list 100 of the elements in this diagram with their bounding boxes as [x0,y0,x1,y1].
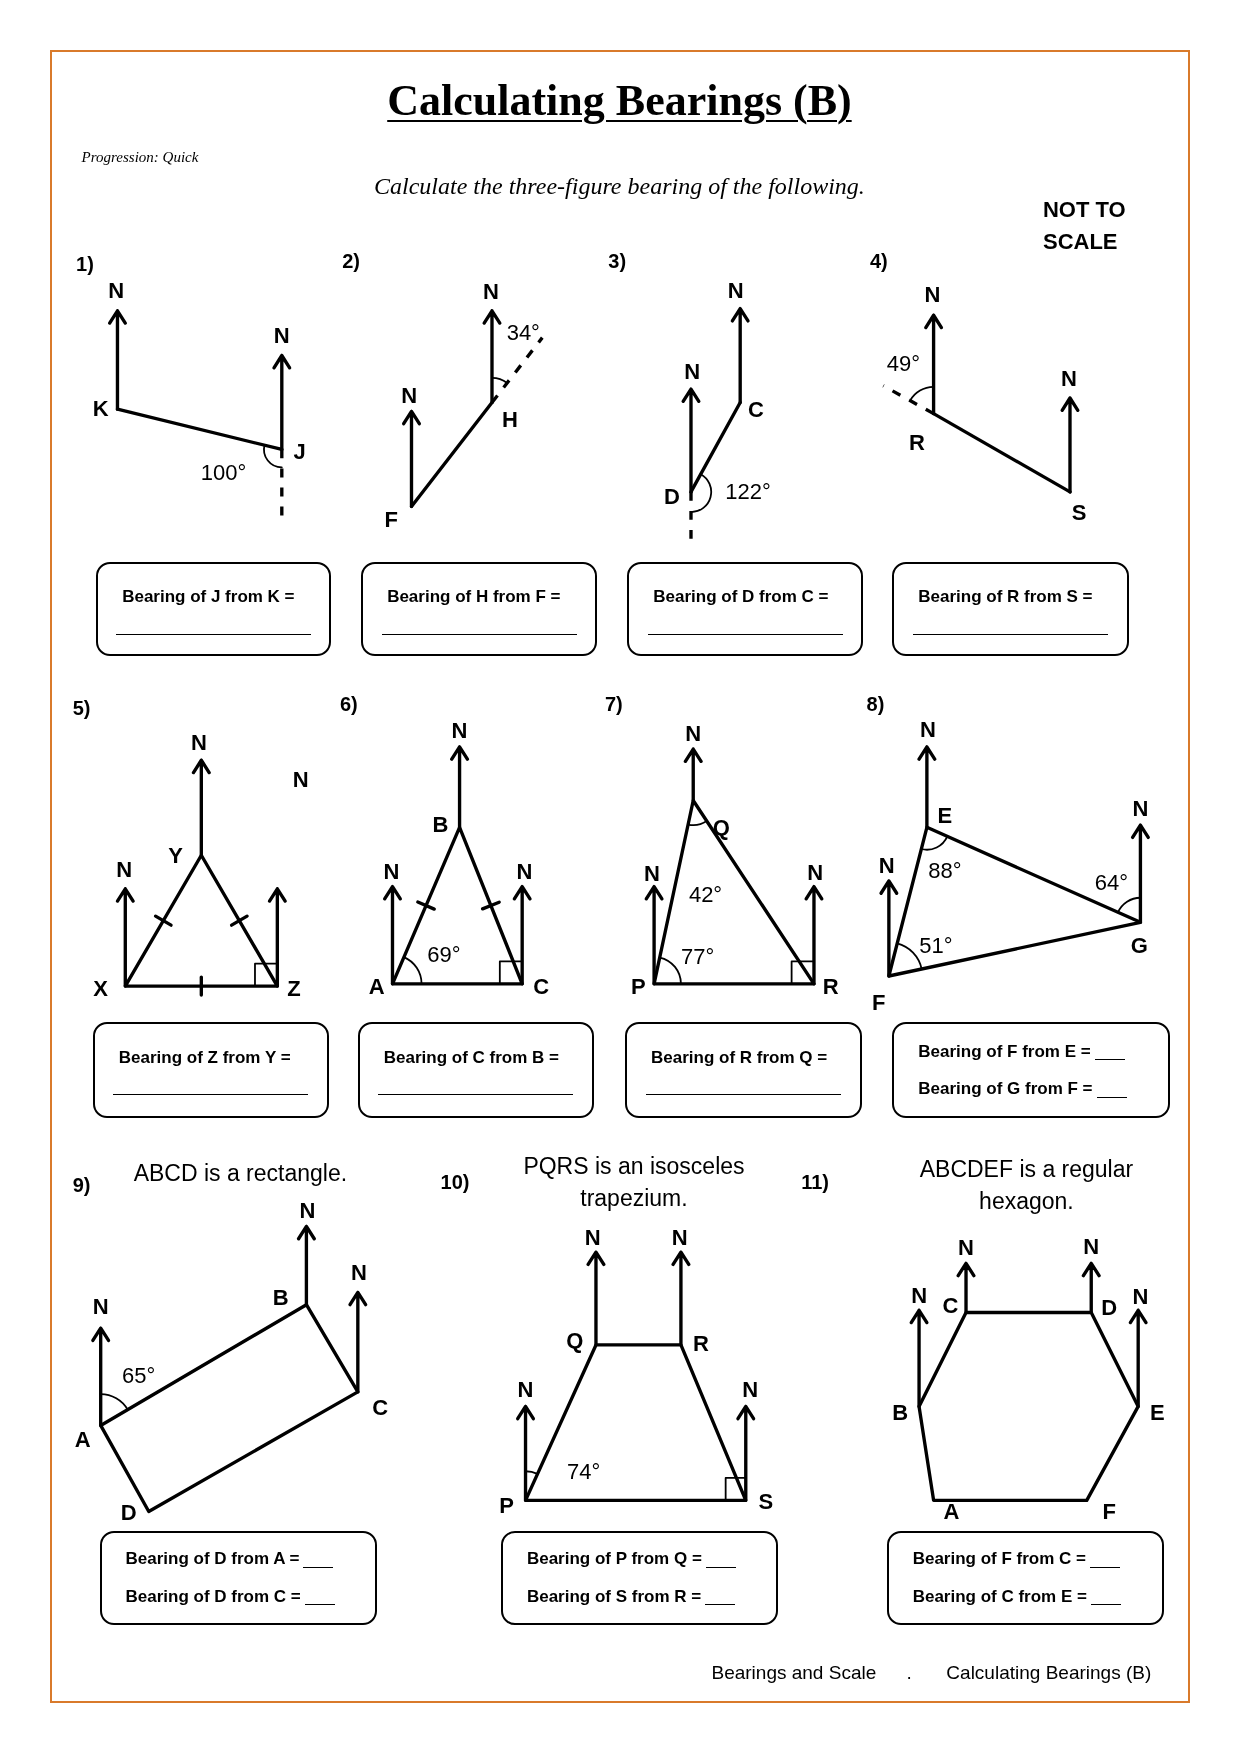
question-prompt: Bearing of D from A = [125,1548,300,1571]
question-prompt: Bearing of F from C = [912,1548,1086,1571]
answer-box [92,1021,329,1119]
north-label: N [517,1375,534,1404]
question-number: 7) [604,692,623,718]
answer-box [96,562,331,657]
north-label: N [878,851,895,880]
point-label: R [693,1329,709,1358]
note-text: NOT TO SCALE [1043,195,1127,256]
point-label: A [368,972,385,1001]
point-label: R [822,972,839,1001]
north-label: N [1061,364,1077,393]
question-prompt: Bearing of F from E = [918,1040,1091,1063]
question-prompt: Bearing of C from E = [912,1585,1087,1608]
north-label: N [1132,1282,1149,1311]
answer-box [892,1021,1170,1119]
angle-label: 74° [567,1457,601,1486]
question-text: ABCD is a rectangle. [133,1158,348,1188]
angle-label: 49° [886,349,921,378]
footer-text: Calculating Bearings (B) [946,1660,1152,1685]
angle-label: 69° [427,940,461,969]
question-number: 6) [339,692,358,718]
point-label: B [892,1398,908,1427]
point-label: D [664,482,680,511]
north-label: N [643,859,660,888]
point-label: G [1130,931,1148,960]
point-label: P [499,1491,514,1520]
question-number: 10) [440,1169,470,1195]
north-label: N [1083,1232,1100,1261]
footer-text: Bearings and Scale [711,1660,877,1685]
north-label: N [273,321,290,350]
point-label: C [942,1291,959,1320]
point-label: D [1101,1293,1118,1322]
point-label: S [1071,498,1087,527]
question-prompt: Bearing of D from C = [652,586,829,609]
answer-box [625,1021,863,1119]
north-label: N [482,277,499,306]
point-label: J [293,437,306,466]
question-text: ABCDEF is a regular hexagon. [918,1155,1135,1217]
point-label: P [631,972,646,1001]
question-prompt: Bearing of S from R = [526,1585,702,1608]
north-label: N [516,857,533,886]
north-label: N [299,1196,316,1225]
north-label: N [108,276,125,305]
point-label: C [533,972,550,1001]
north-label: N [920,715,936,744]
point-label: B [432,810,449,839]
question-text: PQRS is an isosceles trapezium. [522,1151,746,1213]
question-prompt: Bearing of R from S = [917,586,1093,609]
point-label: F [1102,1497,1116,1526]
north-label: N [685,720,702,748]
angle-label: 122° [725,477,771,506]
question-number: 9) [72,1173,91,1199]
answer-box [99,1530,377,1625]
answer-box [357,1021,594,1119]
question-number: 3) [608,248,627,274]
point-label: Z [287,974,301,1003]
point-label: B [272,1283,289,1312]
north-label: N [911,1281,928,1310]
point-label: Q [566,1326,584,1355]
question-number: 11) [801,1169,829,1195]
angle-label: 88° [928,856,962,885]
north-label: N [727,276,744,305]
point-label: C [372,1393,389,1422]
question-prompt: Bearing of R from Q = [650,1046,828,1069]
point-label: F [872,988,886,1017]
point-label: F [384,505,399,534]
question-number: 2) [342,248,360,274]
question-number: 5) [72,695,91,721]
point-label: A [74,1425,91,1454]
point-label: S [758,1487,774,1515]
question-number: 4) [869,248,888,274]
north-label: N [684,357,701,386]
point-label: K [92,394,109,423]
question-prompt: Bearing of J from K = [121,586,295,609]
answer-box [627,562,864,657]
question-prompt: Bearing of P from Q = [526,1548,702,1571]
north-label: N [350,1258,367,1287]
answer-box [886,1530,1164,1625]
answer-box [892,562,1130,657]
angle-label: 77° [681,942,715,971]
angle-label: 65° [122,1361,156,1390]
progression-note: Progression: Quick [81,148,199,168]
north-label: N [92,1292,109,1321]
question-number: 1) [76,251,94,277]
north-label: N [671,1223,688,1252]
north-label: N [116,855,133,884]
point-label: E [1149,1398,1165,1427]
angle-label: 100° [200,458,247,487]
north-label: N [1132,794,1149,823]
north-label: N [451,716,468,745]
question-number: 8) [866,692,885,718]
angle-label: 51° [919,931,953,960]
point-label: X [93,974,108,1003]
angle-label: 34° [506,318,540,347]
north-label: N [807,858,824,887]
question-prompt: Bearing of Z from Y = [117,1046,291,1069]
answer-box [500,1530,779,1625]
north-label: N [584,1223,601,1252]
north-label: N [742,1375,759,1404]
